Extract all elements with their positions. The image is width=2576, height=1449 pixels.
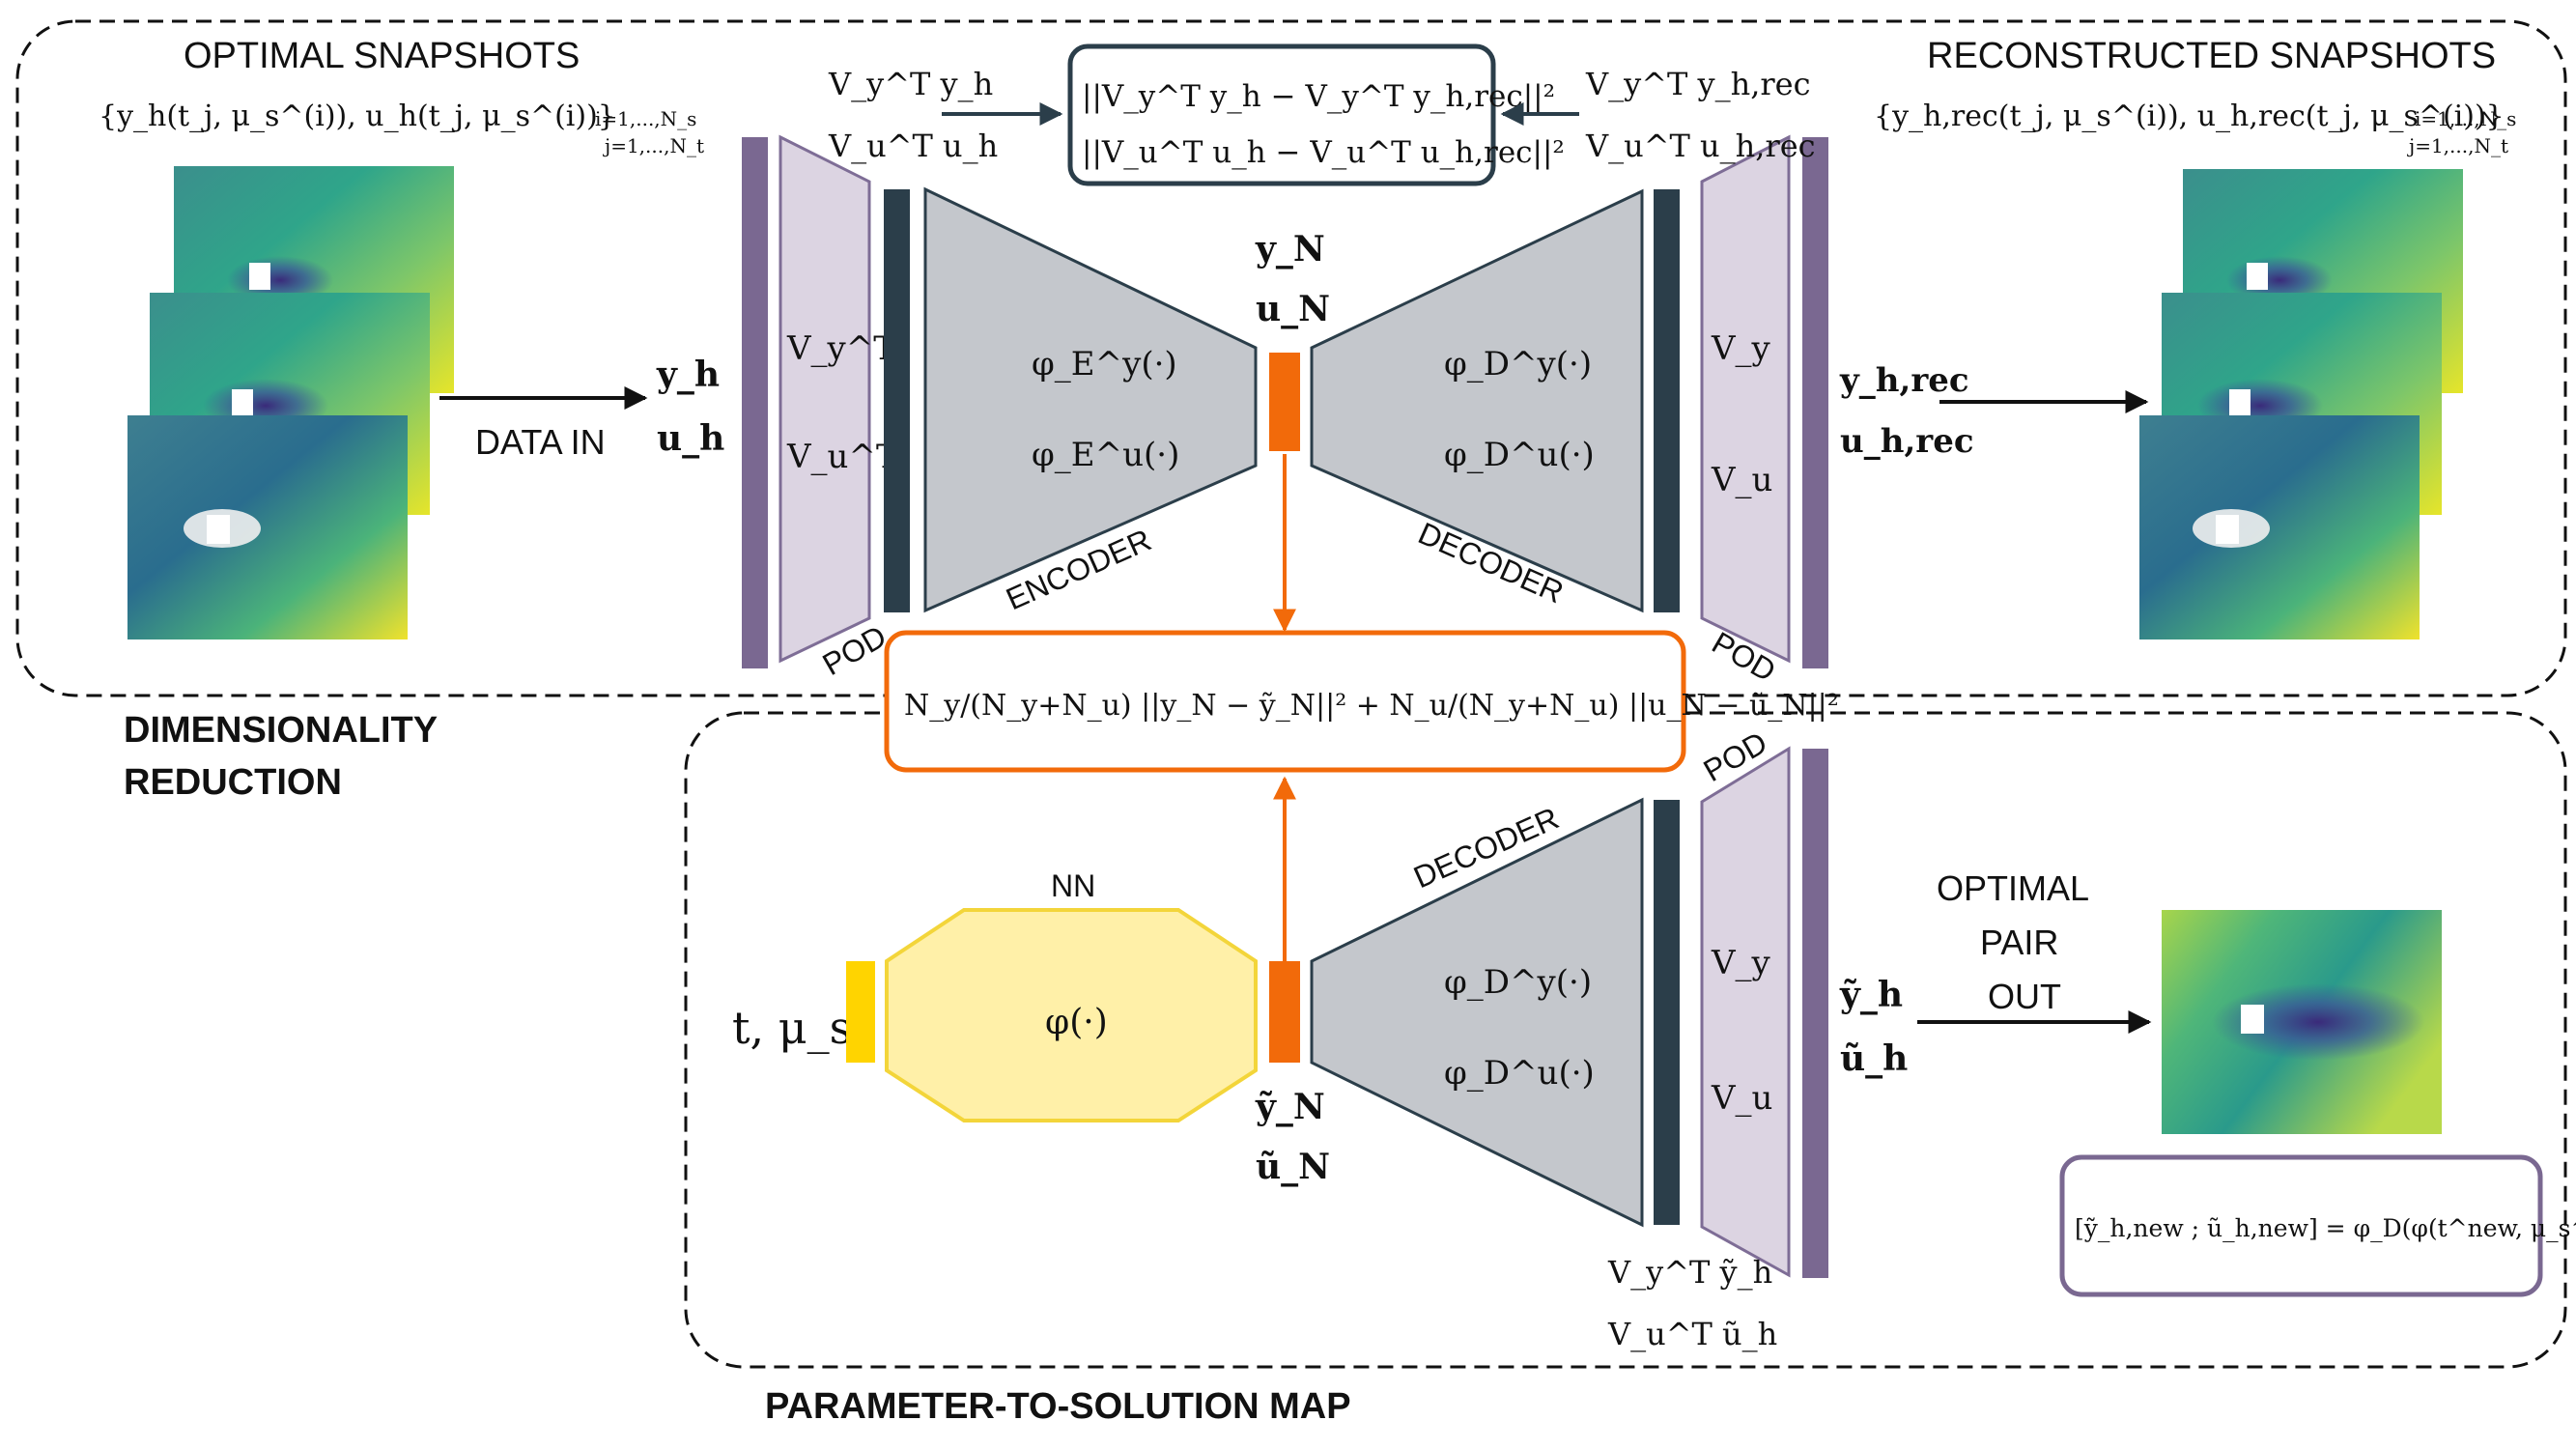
reduced-input-bar	[884, 189, 910, 612]
proj-bottom-y: V_y^T ỹ_h	[1607, 1254, 1772, 1291]
output-index-j: j=1,...,N_t	[2407, 134, 2508, 157]
pod-decoder-block-bottom	[1700, 746, 1791, 1278]
pod-vt-y: V_y^T	[786, 329, 895, 368]
latent-y: y_N	[1255, 229, 1325, 270]
latent-vector	[1269, 353, 1300, 451]
param-map-label: PARAMETER-TO-SOLUTION MAP	[765, 1386, 1351, 1427]
prediction-formula-box	[2059, 1154, 2543, 1297]
dimensionality-reduction-region	[15, 19, 2567, 697]
pair-out-label-2: PAIR	[1980, 923, 2058, 962]
input-snapshot-stack	[127, 166, 454, 639]
output-snapshot-stack	[2139, 169, 2463, 639]
pair-out-u: ũ_h	[1840, 1038, 1908, 1079]
output-u: u_h,rec	[1840, 422, 1974, 461]
nn-input-bar	[846, 961, 875, 1063]
pod-loss-box	[1067, 43, 1496, 186]
output-snapshot-3	[2139, 415, 2420, 639]
nn-block	[885, 908, 1258, 1122]
proj-bottom-u: V_u^T ũ_h	[1607, 1316, 1777, 1352]
latent-vector-predicted	[1269, 961, 1300, 1063]
prediction-formula: [ỹ_h,new ; ũ_h,new] = φ_D(φ(t^new, μ_s^n…	[2075, 1214, 2576, 1242]
input-index-i: i=1,...,N_s	[595, 107, 696, 130]
proj-in-u: V_u^T u_h	[828, 128, 998, 164]
decoder-top-f-y: φ_D^y(·)	[1444, 345, 1592, 384]
dim-reduction-label-line2: REDUCTION	[124, 762, 342, 803]
input-bar	[742, 137, 768, 668]
decoder-block-top	[1310, 188, 1644, 613]
proj-out-u: V_u^T u_h,rec	[1585, 128, 1816, 164]
latent-y-tilde: ỹ_N	[1255, 1087, 1325, 1127]
decoder-bottom-f-y: φ_D^y(·)	[1444, 963, 1592, 1002]
pod-vt-u: V_u^T	[786, 438, 898, 476]
dim-reduction-label-line1: DIMENSIONALITY	[124, 710, 438, 751]
pod-encoder-block	[778, 134, 871, 664]
reduced-bar-bottom	[1654, 800, 1680, 1225]
output-y: y_h,rec	[1839, 361, 1969, 400]
output-snapshots-formula: {y_h,rec(t_j, μ_s^(i)), u_h,rec(t_j, μ_s…	[1874, 99, 2505, 133]
latent-loss-box	[884, 630, 1686, 773]
decoder-block-bottom	[1310, 797, 1644, 1228]
output-bar-top	[1802, 137, 1828, 668]
input-u: u_h	[657, 418, 724, 459]
encoder-f-u: φ_E^u(·)	[1032, 436, 1179, 474]
pair-out-snapshot	[2162, 910, 2442, 1134]
pair-out-label-1: OPTIMAL	[1937, 868, 2089, 908]
nn-label: NN	[1051, 868, 1095, 903]
pod-v-u-top: V_u	[1711, 461, 1772, 499]
pair-out-label-3: OUT	[1988, 977, 2061, 1016]
input-snapshot-3	[127, 415, 408, 639]
latent-u-tilde: ũ_N	[1256, 1147, 1330, 1187]
pod-v-y-bottom: V_y	[1711, 944, 1771, 982]
decoder-top-f-u: φ_D^u(·)	[1444, 436, 1595, 474]
pod-v-y-top: V_y	[1711, 329, 1771, 368]
input-snapshots-formula: {y_h(t_j, μ_s^(i)), u_h(t_j, μ_s^(i))}	[99, 99, 616, 133]
encoder-f-y: φ_E^y(·)	[1032, 345, 1177, 384]
pod-loss-u: ||V_u^T u_h − V_u^T u_h,rec||²	[1082, 135, 1565, 170]
encoder-block	[923, 186, 1258, 613]
pod-decoder-block-top	[1700, 134, 1791, 664]
output-bar-bottom	[1802, 749, 1828, 1278]
reduced-output-bar	[1654, 189, 1680, 612]
pod-loss-y: ||V_y^T y_h − V_y^T y_h,rec||²	[1082, 79, 1555, 114]
decoder-bottom-f-u: φ_D^u(·)	[1444, 1054, 1595, 1093]
proj-out-y: V_y^T y_h,rec	[1585, 66, 1811, 102]
output-index-i: i=1,...,N_s	[2415, 107, 2516, 130]
output-snapshots-title: RECONSTRUCTED SNAPSHOTS	[1927, 36, 2496, 76]
latent-loss-formula: N_y/(N_y+N_u) ||y_N − ỹ_N||² + N_u/(N_y+…	[904, 689, 1839, 723]
input-snapshots-title: OPTIMAL SNAPSHOTS	[184, 36, 580, 76]
latent-u: u_N	[1256, 289, 1330, 329]
data-in-label: DATA IN	[475, 422, 606, 462]
input-y: y_h	[656, 355, 720, 395]
input-index-j: j=1,...,N_t	[603, 134, 704, 157]
pod-v-u-bottom: V_u	[1711, 1079, 1772, 1118]
nn-function: φ(·)	[1045, 1003, 1108, 1042]
proj-in-y: V_y^T y_h	[828, 66, 993, 102]
nn-input-label: t, μ_s	[732, 1002, 852, 1054]
pair-out-y: ỹ_h	[1839, 975, 1903, 1015]
